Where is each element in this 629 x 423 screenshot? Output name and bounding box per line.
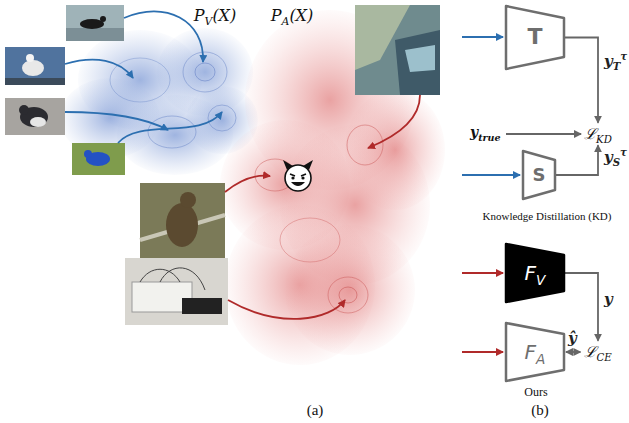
- trapezoid-shape: [506, 323, 564, 381]
- mapping-arrows-a: [225, 95, 420, 319]
- trapezoid-shape: [506, 244, 564, 302]
- density-contour: [347, 125, 383, 165]
- photo-bird: [22, 60, 44, 76]
- attack-model: FA: [505, 322, 565, 382]
- density-contour: [339, 287, 357, 303]
- trapezoid-shape: [523, 151, 555, 199]
- photo-bird: [26, 54, 34, 62]
- connector-arrow: [566, 351, 580, 353]
- photo-thumbnail: [355, 5, 440, 95]
- edge-label: y: [603, 290, 614, 308]
- devil-eye: [291, 176, 294, 179]
- mapping-arrow: [65, 60, 133, 78]
- photo-thumbnail: [125, 258, 228, 325]
- photo-thumbnail: [5, 98, 65, 135]
- photo-glass: [405, 45, 435, 72]
- input-arrow: [462, 351, 503, 353]
- node-text: ℒCE: [584, 344, 611, 361]
- panel-letter: (b): [531, 402, 549, 419]
- density-contour: [208, 105, 236, 131]
- photo-background: [355, 5, 440, 95]
- photo-thumbnail: [140, 183, 225, 260]
- input-arrow: [462, 174, 520, 176]
- devil-icon: [283, 160, 313, 191]
- photo-display: [182, 298, 222, 314]
- connector-arrow: [565, 38, 598, 123]
- distribution-label: PV(X): [194, 6, 237, 25]
- density-region: [345, 90, 445, 210]
- kd-loss: ℒKD: [582, 125, 614, 144]
- photo-bird: [84, 150, 92, 158]
- victim-model: FV: [505, 243, 565, 303]
- node-text: FA: [525, 341, 546, 363]
- photo-bird: [180, 192, 196, 208]
- photo-thumbnail: [72, 143, 125, 175]
- node-text: FV: [525, 262, 546, 284]
- panel-caption: Ours: [524, 385, 547, 400]
- devil-face: [285, 165, 311, 191]
- photo-background: [66, 5, 124, 41]
- density-contour: [183, 52, 227, 92]
- photo-background: [5, 98, 65, 135]
- photo-background: [5, 47, 65, 85]
- edge-label: yTτ: [603, 52, 628, 70]
- distribution-label: PA(X): [271, 6, 314, 25]
- density-contour: [280, 218, 340, 262]
- trapezoid-shape: [506, 6, 564, 69]
- density-contour: [195, 63, 215, 81]
- mapping-arrows-v: [65, 11, 222, 143]
- photo-water: [66, 28, 124, 41]
- photo-bird: [100, 16, 106, 22]
- photo-bird: [19, 105, 29, 115]
- mapping-arrow: [65, 112, 168, 130]
- connector-arrow: [556, 145, 598, 175]
- density-blob-a: [220, 10, 445, 365]
- panel-letter: (a): [307, 402, 324, 419]
- mapping-arrow: [118, 112, 222, 143]
- mapping-arrow: [368, 95, 420, 148]
- edge-label: ŷ: [567, 329, 578, 347]
- mapping-arrow: [225, 176, 270, 192]
- input-arrows: [462, 37, 581, 352]
- density-contour: [148, 116, 196, 148]
- devil-grin: [291, 182, 305, 186]
- photo-thumbnail: [66, 5, 124, 41]
- photo-ground: [5, 78, 65, 85]
- panel-caption: Knowledge Distillation (KD): [483, 210, 612, 222]
- density-contour: [110, 58, 170, 102]
- student-model: S: [522, 150, 556, 200]
- label-arrow: [506, 133, 581, 135]
- density-contour: [328, 277, 368, 313]
- photo-bird: [30, 117, 46, 127]
- photo-thumbnail: [5, 47, 65, 85]
- teacher-model: T: [505, 5, 565, 70]
- node-text: ℒKD: [584, 126, 612, 143]
- node-text: S: [533, 165, 546, 185]
- photo-car: [395, 30, 440, 95]
- devil-eye: [301, 176, 304, 179]
- mapping-arrow: [228, 300, 345, 319]
- photo-background: [125, 258, 228, 325]
- ground-truth-label: ytrue: [470, 124, 501, 140]
- photo-wires: [140, 268, 205, 290]
- photo-bird: [166, 203, 198, 247]
- input-arrow: [462, 272, 503, 274]
- photo-background: [72, 143, 125, 175]
- photo-bird: [80, 19, 104, 29]
- photo-background: [140, 183, 225, 260]
- ce-loss: ℒCE: [582, 343, 613, 362]
- mapping-arrow: [124, 11, 203, 62]
- density-blob-v: [60, 28, 258, 175]
- node-text: T: [527, 25, 542, 49]
- edge-label: ySτ: [603, 148, 628, 166]
- input-arrow: [462, 36, 503, 38]
- devil-brows: [290, 174, 306, 176]
- density-region: [285, 225, 415, 355]
